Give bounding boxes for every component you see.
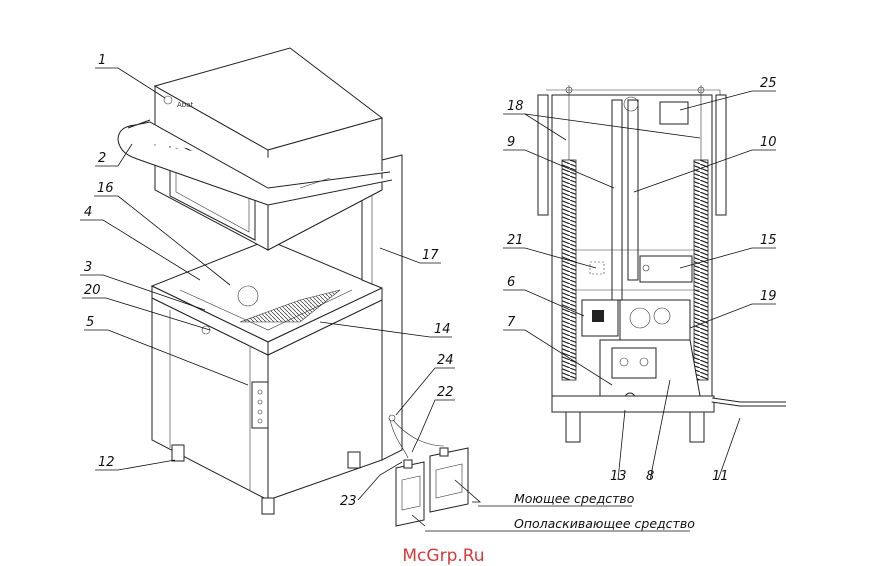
left-rail bbox=[537, 94, 549, 216]
label-8: 8 bbox=[646, 469, 654, 484]
control-panel bbox=[251, 381, 269, 429]
brand-logo-text: Abat bbox=[177, 101, 194, 109]
leader-lines bbox=[80, 67, 776, 527]
dishwasher-rear-view bbox=[537, 85, 786, 443]
caption-rinse-aid: Ополаскивающее средство bbox=[514, 516, 695, 531]
right-spring bbox=[693, 159, 709, 381]
label-25: 25 bbox=[760, 76, 777, 91]
label-4: 4 bbox=[84, 205, 92, 220]
label-15: 15 bbox=[760, 233, 777, 248]
pipe-10 bbox=[627, 99, 639, 281]
left-spring bbox=[561, 159, 577, 381]
caption-detergent: Моющее средство bbox=[514, 491, 635, 506]
label-7: 7 bbox=[507, 315, 516, 330]
label-3: 3 bbox=[84, 260, 92, 275]
label-19: 19 bbox=[760, 289, 777, 304]
rear-base bbox=[551, 395, 715, 413]
foot bbox=[171, 444, 185, 462]
pipe-9 bbox=[611, 99, 623, 301]
label-10: 10 bbox=[760, 135, 777, 150]
label-12: 12 bbox=[98, 455, 115, 470]
foot bbox=[689, 411, 705, 443]
label-23: 23 bbox=[340, 494, 357, 509]
callout-labels: 1 2 3 4 5 6 7 8 9 10 11 12 13 14 15 16 1… bbox=[84, 53, 777, 509]
label-9: 9 bbox=[507, 135, 515, 150]
control-box bbox=[639, 255, 693, 283]
label-17: 17 bbox=[422, 248, 439, 263]
label-11: 11 bbox=[712, 469, 729, 484]
label-5: 5 bbox=[86, 315, 94, 330]
label-6: 6 bbox=[507, 275, 515, 290]
label-18: 18 bbox=[507, 99, 524, 114]
foot bbox=[347, 451, 361, 469]
label-1: 1 bbox=[98, 53, 106, 68]
hood-handle bbox=[117, 119, 393, 206]
top-module bbox=[659, 101, 689, 125]
captions: Моющее средство Ополаскивающее средство bbox=[425, 491, 695, 532]
valves bbox=[611, 347, 657, 379]
dishwasher-front-view: Abat bbox=[117, 47, 469, 527]
label-16: 16 bbox=[97, 181, 114, 196]
label-13: 13 bbox=[610, 469, 627, 484]
wash-arm-hub bbox=[237, 285, 259, 307]
label-14: 14 bbox=[434, 322, 451, 337]
label-2: 2 bbox=[98, 151, 106, 166]
right-rail bbox=[715, 94, 727, 216]
label-20: 20 bbox=[84, 283, 101, 298]
label-22: 22 bbox=[437, 385, 454, 400]
brand-badge-icon bbox=[163, 95, 173, 105]
label-21: 21 bbox=[507, 233, 524, 248]
watermark: McGrp.Ru bbox=[402, 546, 485, 566]
label-24: 24 bbox=[437, 353, 454, 368]
rinse-aid-canister bbox=[429, 447, 469, 513]
foot bbox=[261, 497, 275, 515]
foot bbox=[565, 411, 581, 443]
